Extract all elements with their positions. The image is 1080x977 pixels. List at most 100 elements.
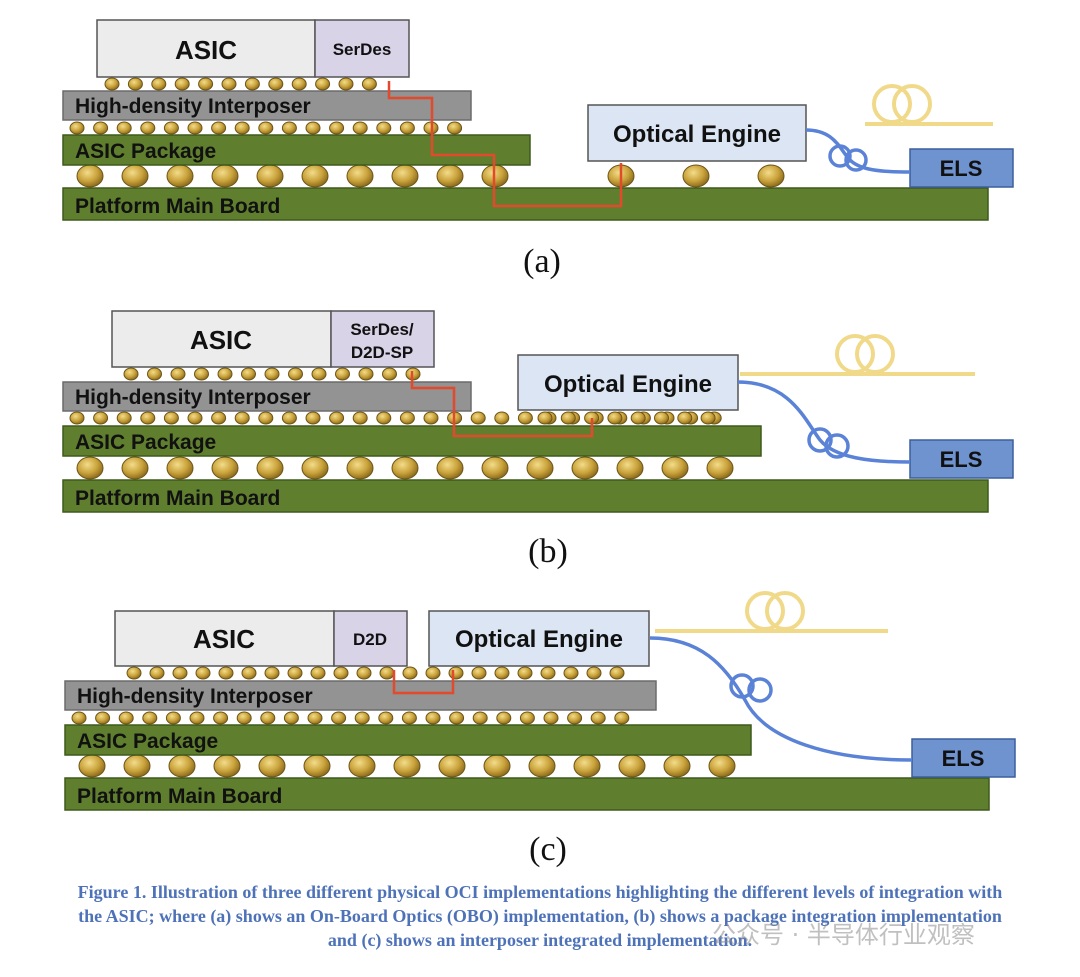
micro-bump [291,77,307,91]
micro-bump [287,666,303,680]
optical-engine [517,354,739,411]
micro-bump [126,666,142,680]
board-rect [62,479,989,513]
c4-bump [140,121,156,135]
micro-bump [217,367,233,381]
micro-bump [241,666,257,680]
micro-bump [540,666,556,680]
micro-bump [194,367,209,381]
solder-ball [211,164,239,188]
solder-ball [76,456,104,480]
asic-label: ASIC [175,35,237,65]
serdes-d2d-block [330,310,435,368]
c4-bump [399,411,415,425]
micro-bump [127,77,143,91]
els-box [909,439,1014,479]
micro-bump [149,666,165,680]
c4-bump [614,711,630,725]
panel-label-b: (b) [528,533,568,570]
solder-ball [256,164,284,188]
optical-engine [428,610,650,667]
micro-bump [172,666,188,680]
asic-label: ASIC [193,624,255,654]
solder-ball [436,456,464,480]
c4-bump [401,711,417,725]
asic-die [96,19,316,78]
micro-bump [241,367,256,381]
els-label: ELS [940,156,983,181]
micro-bump [170,367,186,381]
solder-ball [528,754,556,778]
solder-ball [121,456,149,480]
micro-bump [264,367,280,381]
els-label: ELS [940,447,983,472]
micro-bumps-a [104,77,377,91]
micro-bump [607,411,623,425]
micro-bump [563,666,579,680]
micro-bump [244,77,260,91]
c4-bump [93,121,109,135]
panel-label-a: (a) [523,243,561,280]
solder-ball [121,164,149,188]
c4-bump [165,711,181,725]
c4-bump [236,711,252,725]
panel-a: Platform Main Board ASIC Package High-de… [62,19,1014,280]
solder-ball [256,456,284,480]
c4-bump [211,121,227,135]
solder-ball [391,164,419,188]
panel-label-c: (c) [529,831,567,868]
panel-b: Platform Main Board ASIC Package High-de… [62,310,1014,570]
c4-bump [142,711,158,725]
solder-ball [166,164,194,188]
c4-bump [543,711,559,725]
solder-ball [618,754,646,778]
els-box [911,738,1016,778]
c4-bump [281,411,297,425]
micro-bump [310,666,326,680]
fiber-blue [737,380,911,464]
oci-figure: Platform Main Board ASIC Package High-de… [62,19,1016,868]
solder-ball [211,456,239,480]
micro-bump [586,666,602,680]
optical-engine [587,104,807,162]
micro-bumps-c [126,666,625,680]
c4-bump [71,711,87,725]
micro-bump [268,77,284,91]
micro-bump [288,367,303,381]
board-label: Platform Main Board [75,487,280,510]
solder-ball [663,754,691,778]
micro-bump [700,411,716,425]
solder-ball [616,456,644,480]
c4-bump [211,411,227,425]
micro-bump [630,411,646,425]
c4-bump [140,411,156,425]
solder-ball [346,164,374,188]
micro-bump [218,666,234,680]
solder-ball [708,754,736,778]
micro-bump [379,666,395,680]
watermark: 公众号 · 半导体行业观察 [712,921,975,949]
micro-bump [517,666,533,680]
c4-bump [305,411,321,425]
fiber-blue [649,636,913,762]
figure-caption: Figure 1. Illustration of three differen… [0,880,1080,952]
c4-bump [447,121,463,135]
c4-bump [258,411,274,425]
solder-ball [526,456,554,480]
c4-bump [234,121,250,135]
optical-engine-label: Optical Engine [613,121,781,148]
d2d-label: D2D [353,630,387,649]
fiber-yellow [740,334,975,376]
c4-bump [69,411,85,425]
micro-bump [195,666,211,680]
asic-die [114,610,335,667]
optical-engine-bumps-b [537,411,716,425]
micro-bump [315,77,331,91]
solder-ball [438,754,466,778]
optical-engine-label: Optical Engine [544,371,712,398]
asic-label: ASIC [190,325,252,355]
c4-bump [425,711,441,725]
micro-bump [494,666,510,680]
solder-ball [76,164,104,188]
board-rect [62,187,989,221]
